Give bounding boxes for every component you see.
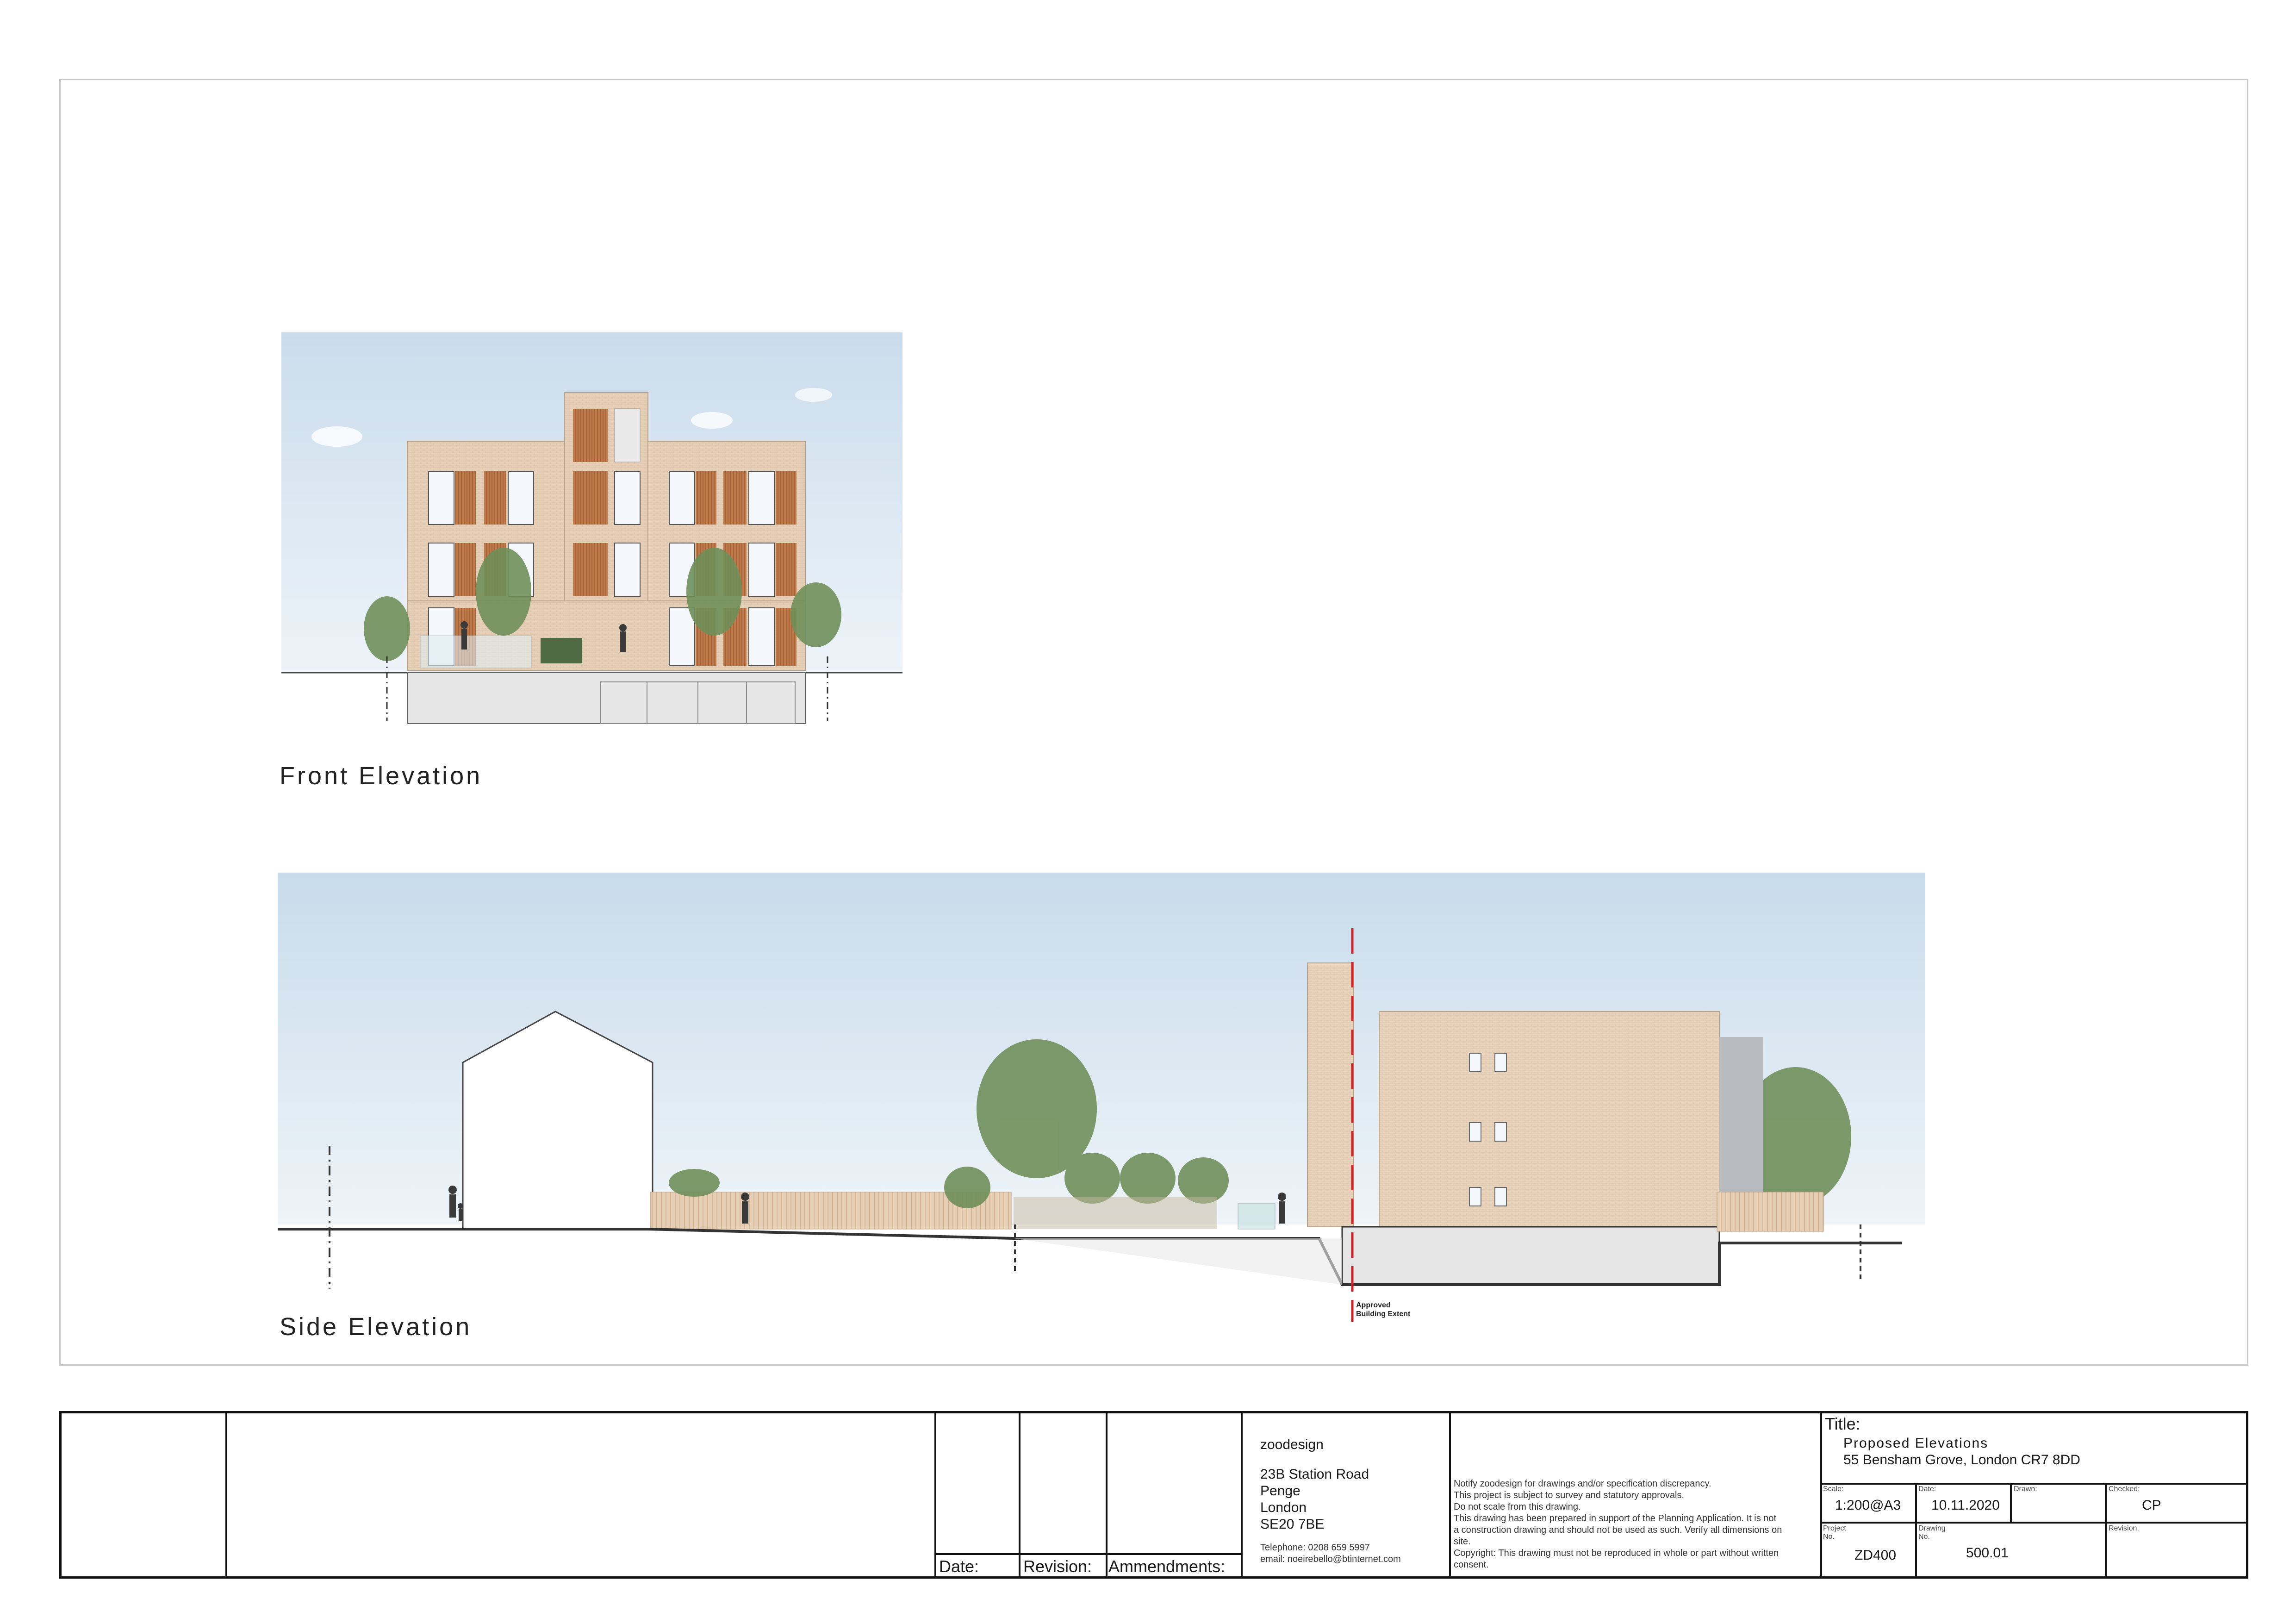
front-elevation-drawing xyxy=(281,332,902,728)
project-number: ZD400 xyxy=(1854,1548,1897,1563)
drawing-notes: Notify zoodesign for drawings and/or spe… xyxy=(1454,1479,1782,1570)
title-label: Title: xyxy=(1825,1414,1860,1433)
amendments-column-label: Ammendments: xyxy=(1108,1557,1226,1576)
site-address: 55 Bensham Grove, London CR7 8DD xyxy=(1843,1452,2080,1468)
front-trees xyxy=(364,548,841,661)
checked-value: CP xyxy=(2142,1498,2161,1513)
company-telephone: Telephone: 0208 659 5997 xyxy=(1260,1543,1370,1553)
company-name: zoodesign xyxy=(1260,1437,1324,1452)
title-block: Date: Revision: Ammendments: zoodesign 2… xyxy=(59,1411,2248,1579)
sheet-border xyxy=(59,79,2248,1366)
scale-value: 1:200@A3 xyxy=(1835,1498,1901,1513)
front-elevation-caption: Front Elevation xyxy=(280,762,483,790)
drawing-number: 500.01 xyxy=(1966,1545,2009,1561)
date-column-label: Date: xyxy=(939,1557,979,1576)
side-elevation-caption: Side Elevation xyxy=(280,1313,472,1341)
front-people xyxy=(460,621,627,652)
company-details: zoodesign 23B Station Road Penge London … xyxy=(1260,1437,1401,1564)
side-elevation-drawing xyxy=(278,873,1925,1336)
company-email: email: noeirebello@btinternet.com xyxy=(1260,1554,1401,1564)
side-trees xyxy=(669,1039,1851,1208)
side-people xyxy=(448,1186,1286,1224)
approved-extent-note: Approved Building Extent xyxy=(1356,1301,1411,1318)
drawing-title: Proposed Elevations xyxy=(1843,1436,1989,1451)
revision-column-label: Revision: xyxy=(1023,1557,1092,1576)
date-value: 10.11.2020 xyxy=(1931,1498,2000,1513)
